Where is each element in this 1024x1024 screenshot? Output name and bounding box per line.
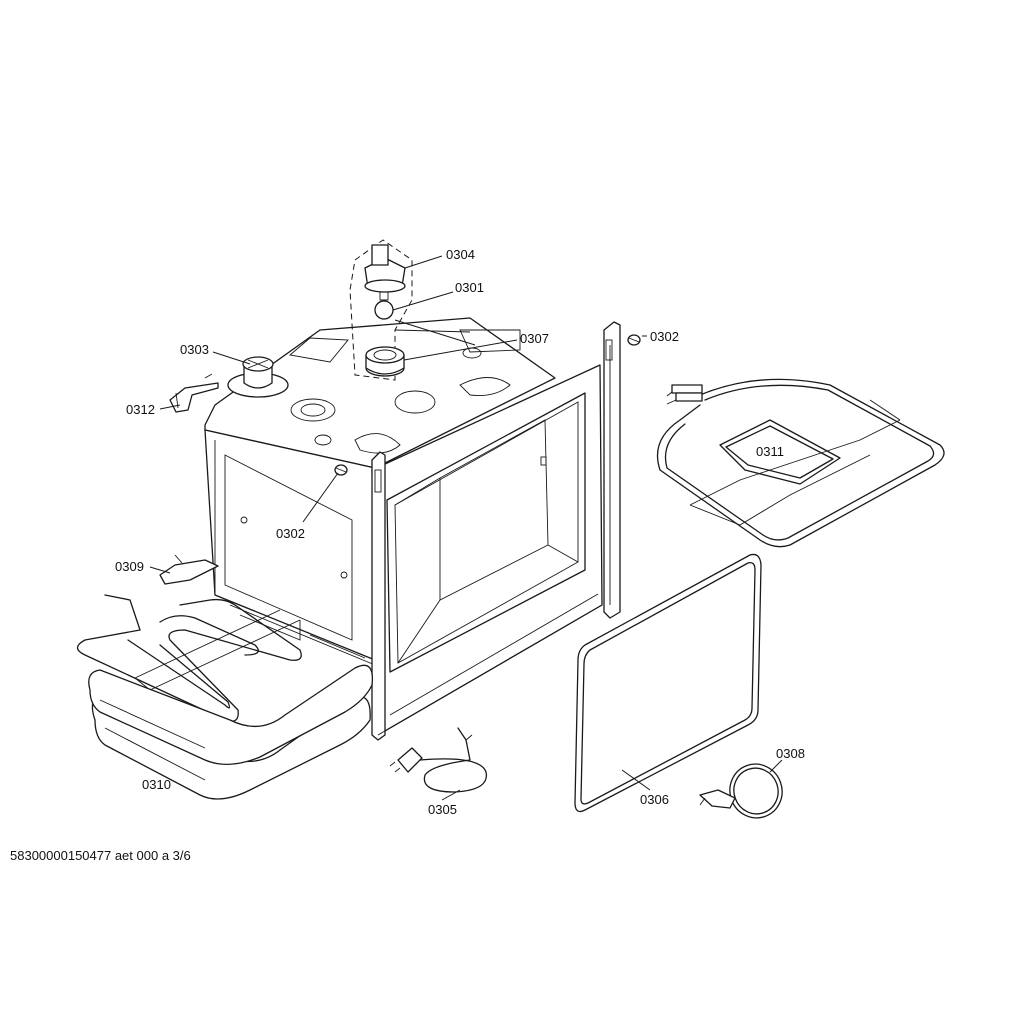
door-gasket-part-0306 xyxy=(574,553,762,813)
callout-0312: 0312 xyxy=(126,402,155,417)
callout-0306: 0306 xyxy=(640,792,669,807)
callout-0309: 0309 xyxy=(115,559,144,574)
collar-part-0307 xyxy=(365,346,405,377)
callout-0301: 0301 xyxy=(455,280,484,295)
leader-lines xyxy=(149,255,783,801)
callout-0305: 0305 xyxy=(428,802,457,817)
callout-0302-center: 0302 xyxy=(276,526,305,541)
fan-motor-part-0303 xyxy=(227,356,289,398)
ring-heating-element-part-0308 xyxy=(699,763,783,819)
callout-0302-right: 0302 xyxy=(650,329,679,344)
screw-part-0302-center xyxy=(334,464,348,476)
oven-cavity xyxy=(204,317,556,666)
power-cable-part-0305 xyxy=(389,727,488,793)
screw-part-0302-right xyxy=(627,334,641,346)
insulation-mats-part-0310 xyxy=(88,664,374,800)
front-frame xyxy=(371,321,621,741)
callout-0310: 0310 xyxy=(142,777,171,792)
callout-0307: 0307 xyxy=(520,331,549,346)
callout-0311: 0311 xyxy=(756,444,784,459)
callout-0303: 0303 xyxy=(180,342,209,357)
top-heating-element-part-0311 xyxy=(656,378,945,548)
callout-0308: 0308 xyxy=(776,746,805,761)
bottom-heating-element-part-0309 xyxy=(76,554,302,722)
callout-0304: 0304 xyxy=(446,247,475,262)
callout-labels: 0304 0301 0307 0302 0303 0312 0311 0302 … xyxy=(115,247,805,817)
drawing-id: 58300000150477 aet 000 a 3/6 xyxy=(10,848,191,863)
bracket-part-0312 xyxy=(169,373,219,413)
